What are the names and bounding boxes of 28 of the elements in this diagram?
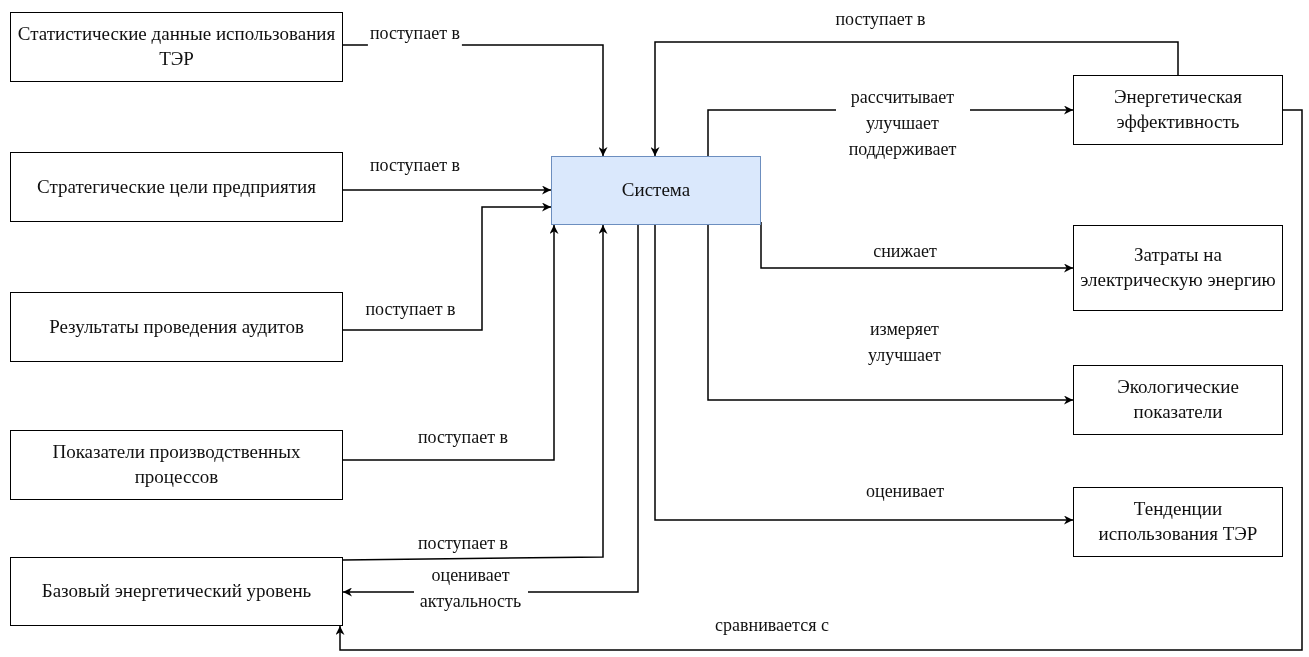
node-label: Экологические показатели bbox=[1116, 375, 1240, 424]
entity-box bbox=[10, 292, 343, 362]
connector-arrow bbox=[342, 202, 552, 331]
entity-box bbox=[1073, 225, 1283, 311]
entity-box bbox=[1073, 75, 1283, 145]
node-label: Энергетическая эффективность bbox=[1112, 85, 1244, 134]
connector-arrow bbox=[654, 224, 1074, 525]
node-label: Затраты на электрическую энергию bbox=[1079, 243, 1277, 292]
connector-arrow bbox=[342, 224, 559, 461]
connector-arrow bbox=[650, 41, 1179, 157]
system-box bbox=[551, 156, 761, 225]
entity-box bbox=[10, 12, 343, 82]
node-label: Стратегические цели предприятия bbox=[37, 174, 316, 199]
entity-box bbox=[10, 152, 343, 222]
node-label: Тенденции использования ТЭР bbox=[1097, 497, 1259, 546]
entity-box bbox=[10, 557, 343, 626]
connector-arrow bbox=[342, 224, 608, 561]
connector-arrow bbox=[342, 185, 552, 195]
node-label: Результаты проведения аудитов bbox=[49, 314, 304, 339]
entity-box bbox=[1073, 487, 1283, 557]
connector-arrow bbox=[707, 224, 1074, 405]
node-label: Базовый энергетический уровень bbox=[41, 579, 312, 604]
node-label: Показатели производственных процессов bbox=[51, 440, 302, 489]
node-label: Статистические данные использования ТЭР bbox=[16, 22, 337, 71]
node-label: Система bbox=[621, 178, 691, 203]
connector-arrow bbox=[335, 109, 1303, 651]
entity-box bbox=[10, 430, 343, 500]
entity-box bbox=[1073, 365, 1283, 435]
